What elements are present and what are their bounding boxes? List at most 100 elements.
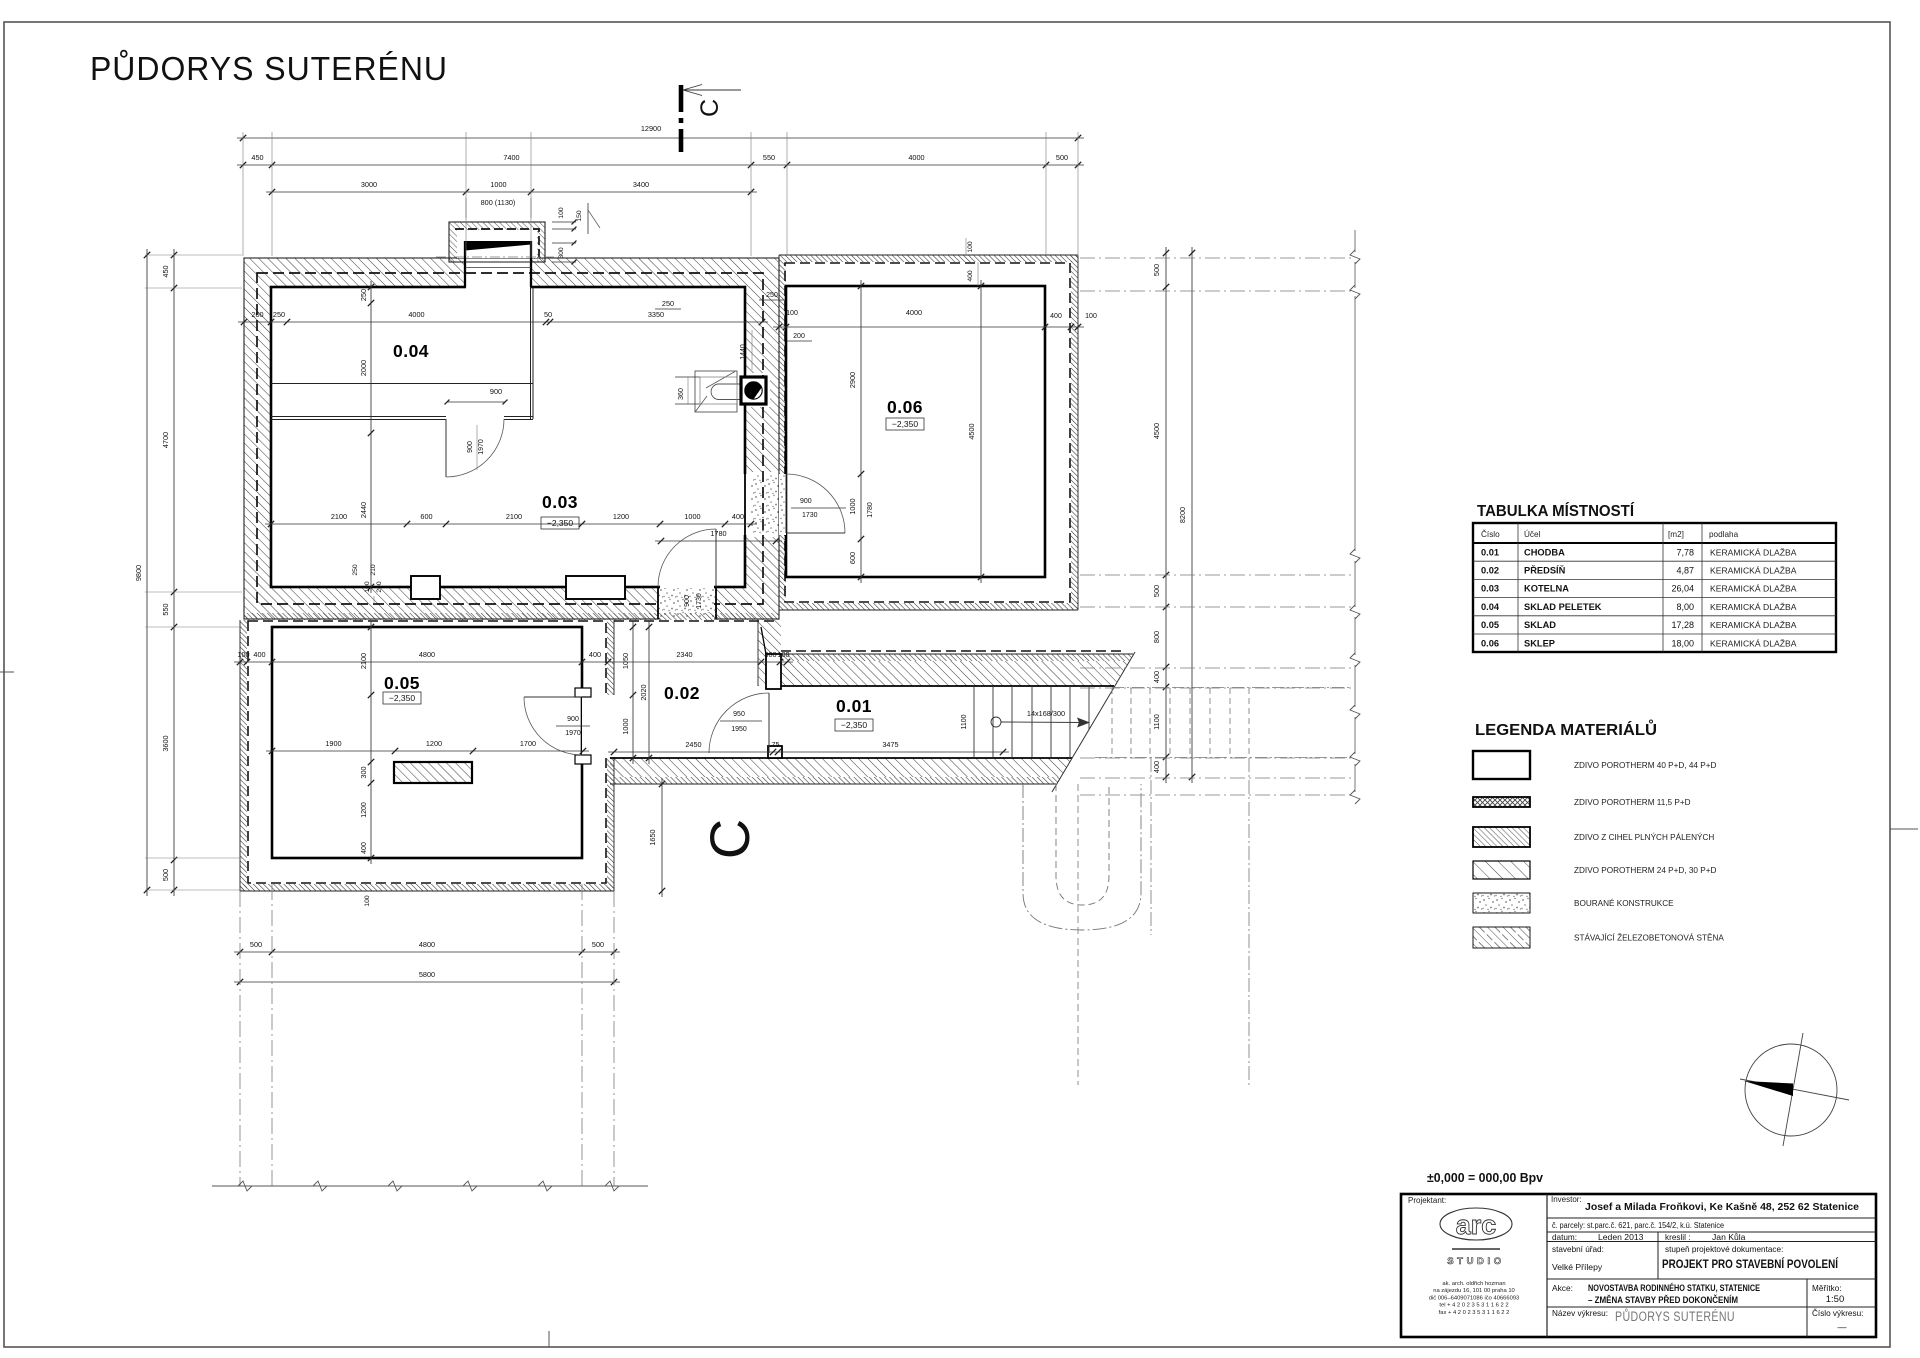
svg-text:ak. arch. oldřich hozman: ak. arch. oldřich hozman xyxy=(1442,1281,1505,1287)
svg-text:3400: 3400 xyxy=(633,180,649,189)
svg-text:200: 200 xyxy=(251,310,263,319)
svg-text:1730: 1730 xyxy=(802,512,818,519)
svg-text:14x168/300: 14x168/300 xyxy=(1027,709,1065,718)
svg-text:Projektant:: Projektant: xyxy=(1408,1196,1446,1205)
svg-text:100: 100 xyxy=(237,650,249,659)
svg-text:3475: 3475 xyxy=(882,740,898,749)
svg-text:2440: 2440 xyxy=(359,502,368,518)
svg-text:100: 100 xyxy=(777,650,789,659)
svg-text:900: 900 xyxy=(800,498,812,505)
svg-text:250: 250 xyxy=(352,564,359,576)
svg-text:550: 550 xyxy=(763,153,775,162)
svg-text:4000: 4000 xyxy=(908,153,924,162)
svg-text:3350: 3350 xyxy=(648,310,664,319)
svg-text:−2,350: −2,350 xyxy=(547,518,574,528)
svg-text:500: 500 xyxy=(592,940,604,949)
svg-text:1780: 1780 xyxy=(710,529,726,538)
svg-text:0.03: 0.03 xyxy=(1481,584,1499,594)
svg-text:4,87: 4,87 xyxy=(1676,566,1694,576)
svg-text:8200: 8200 xyxy=(1178,507,1187,523)
svg-text:0.06: 0.06 xyxy=(1481,638,1499,648)
svg-text:1000: 1000 xyxy=(848,498,857,514)
svg-text:100: 100 xyxy=(364,581,371,593)
svg-text:KOTELNA: KOTELNA xyxy=(1524,584,1569,594)
svg-text:4700: 4700 xyxy=(161,432,170,448)
svg-text:800: 800 xyxy=(1152,631,1161,643)
svg-text:1200: 1200 xyxy=(426,739,442,748)
svg-text:Měřítko:: Měřítko: xyxy=(1812,1284,1842,1293)
svg-text:tel + 4 2 0 2 3 5 3 1 1: tel + 4 2 0 2 3 5 3 1 1 6 2 2 xyxy=(1439,1303,1508,1309)
svg-text:1970: 1970 xyxy=(478,439,485,455)
svg-text:7,78: 7,78 xyxy=(1676,547,1694,557)
svg-text:Akce:: Akce: xyxy=(1552,1283,1573,1293)
svg-text:50: 50 xyxy=(544,310,552,319)
svg-text:2020: 2020 xyxy=(639,684,648,700)
svg-text:C: C xyxy=(698,819,761,859)
svg-text:2100: 2100 xyxy=(359,653,368,669)
svg-text:1000: 1000 xyxy=(684,512,700,521)
svg-text:450: 450 xyxy=(161,265,170,277)
svg-text:BOURANÉ KONSTRUKCE: BOURANÉ KONSTRUKCE xyxy=(1574,898,1674,908)
svg-text:1440: 1440 xyxy=(740,344,747,360)
svg-text:4800: 4800 xyxy=(419,940,435,949)
svg-text:fax + 4 2 0 2 3 5 3 1 1: fax + 4 2 0 2 3 5 3 1 1 6 2 2 xyxy=(1439,1310,1510,1316)
svg-text:0.01: 0.01 xyxy=(1481,547,1499,557)
svg-text:0.01: 0.01 xyxy=(836,696,872,716)
svg-text:KERAMICKÁ DLAŽBA: KERAMICKÁ DLAŽBA xyxy=(1710,547,1797,557)
svg-text:Jan Kůla: Jan Kůla xyxy=(1712,1232,1746,1242)
svg-text:4500: 4500 xyxy=(1152,423,1161,439)
svg-text:[m2]: [m2] xyxy=(1668,530,1684,539)
svg-text:600: 600 xyxy=(420,512,432,521)
svg-text:PŮDORYS SUTERÉNU: PŮDORYS SUTERÉNU xyxy=(1615,1309,1735,1324)
svg-text:0.03: 0.03 xyxy=(542,492,578,512)
svg-text:2900: 2900 xyxy=(848,372,857,388)
svg-text:500: 500 xyxy=(1056,153,1068,162)
svg-text:900: 900 xyxy=(467,441,474,453)
svg-text:1650: 1650 xyxy=(648,829,657,845)
svg-text:400: 400 xyxy=(361,842,368,854)
svg-text:Číslo výkresu:: Číslo výkresu: xyxy=(1812,1308,1863,1318)
svg-text:1000: 1000 xyxy=(490,180,506,189)
svg-text:200: 200 xyxy=(793,333,805,340)
svg-text:STUDIO: STUDIO xyxy=(1447,1256,1505,1267)
svg-text:500: 500 xyxy=(1152,585,1161,597)
svg-text:KERAMICKÁ DLAŽBA: KERAMICKÁ DLAŽBA xyxy=(1710,620,1797,630)
svg-text:4500: 4500 xyxy=(967,423,976,439)
svg-text:kreslil :: kreslil : xyxy=(1665,1233,1690,1242)
svg-text:4000: 4000 xyxy=(408,310,424,319)
svg-text:LEGENDA MATERIÁLŮ: LEGENDA MATERIÁLŮ xyxy=(1475,719,1657,739)
svg-text:0.05: 0.05 xyxy=(1481,620,1499,630)
svg-text:−2,350: −2,350 xyxy=(892,419,919,429)
svg-text:ZDIVO POROTHERM 40 P+D, 44: ZDIVO POROTHERM 40 P+D, 44 P+D xyxy=(1574,761,1716,770)
svg-text:2000: 2000 xyxy=(359,360,368,376)
svg-text:300: 300 xyxy=(558,247,565,259)
svg-text:100: 100 xyxy=(558,207,565,219)
svg-text:800 (1130): 800 (1130) xyxy=(481,198,516,207)
svg-text:100: 100 xyxy=(364,895,371,907)
svg-text:1100: 1100 xyxy=(1152,714,1161,730)
svg-text:9800: 9800 xyxy=(134,565,143,581)
svg-text:4000: 4000 xyxy=(906,308,922,317)
svg-text:2100: 2100 xyxy=(506,512,522,521)
svg-text:Velké Přílepy: Velké Přílepy xyxy=(1552,1262,1603,1272)
svg-text:400: 400 xyxy=(1050,313,1062,320)
svg-text:−2,350: −2,350 xyxy=(389,693,416,703)
svg-text:arc: arc xyxy=(1456,1210,1497,1240)
svg-text:stavební úřad:: stavební úřad: xyxy=(1552,1245,1604,1254)
svg-text:17,28: 17,28 xyxy=(1671,620,1694,630)
svg-text:150: 150 xyxy=(576,210,583,222)
svg-text:1780: 1780 xyxy=(867,502,874,518)
svg-text:dič 006–6409071086 ičo 4066609: dič 006–6409071086 ičo 40666093 xyxy=(1429,1295,1520,1301)
svg-text:—: — xyxy=(1838,1322,1847,1332)
svg-text:KERAMICKÁ DLAŽBA: KERAMICKÁ DLAŽBA xyxy=(1710,584,1797,594)
svg-text:KERAMICKÁ DLAŽBA: KERAMICKÁ DLAŽBA xyxy=(1710,602,1797,612)
svg-text:2450: 2450 xyxy=(685,740,701,749)
svg-text:300: 300 xyxy=(764,650,776,659)
svg-text:ZDIVO Z CIHEL PLNÝCH PÁLEN: ZDIVO Z CIHEL PLNÝCH PÁLENÝCH xyxy=(1574,832,1714,842)
svg-text:400: 400 xyxy=(732,512,744,521)
svg-text:550: 550 xyxy=(161,603,170,615)
svg-text:C: C xyxy=(696,99,724,117)
svg-text:26,04: 26,04 xyxy=(1671,584,1694,594)
svg-text:2340: 2340 xyxy=(676,650,692,659)
svg-text:PROJEKT PRO STAVEBNÍ POVOLE: PROJEKT PRO STAVEBNÍ POVOLENÍ xyxy=(1662,1258,1839,1271)
